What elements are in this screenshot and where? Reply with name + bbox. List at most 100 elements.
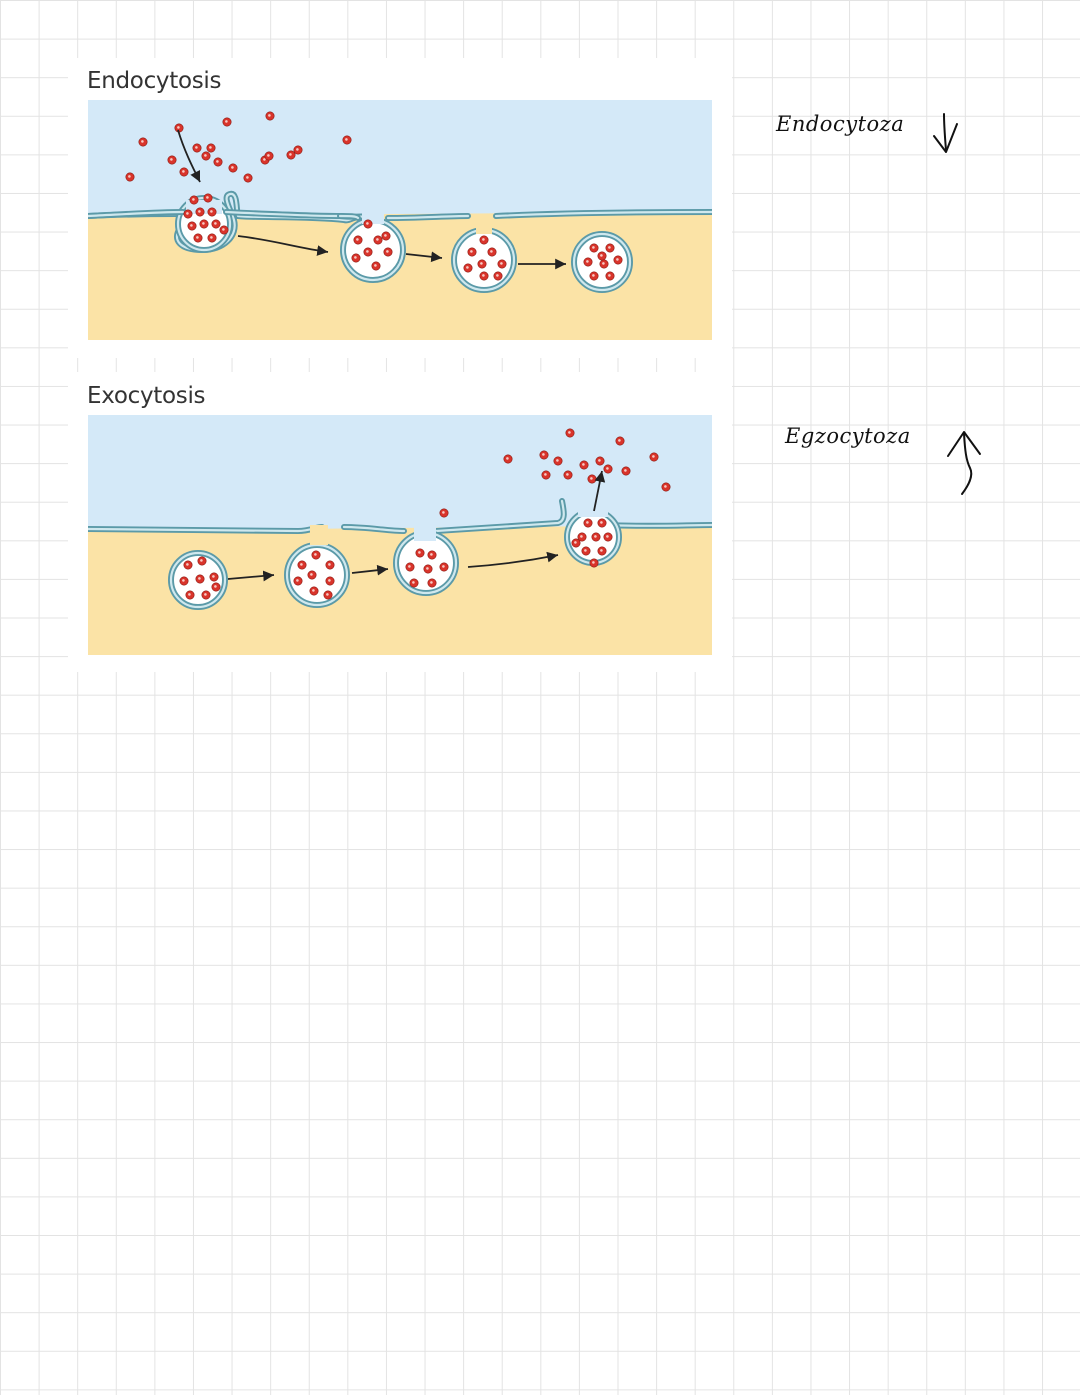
molecule-highlight [214, 222, 217, 225]
molecule-highlight [296, 579, 299, 582]
molecule-highlight [586, 260, 589, 263]
molecule-highlight [566, 473, 569, 476]
molecule-highlight [600, 254, 603, 257]
molecule-highlight [210, 236, 213, 239]
molecule-highlight [608, 246, 611, 249]
molecule-highlight [177, 126, 180, 129]
molecule-highlight [616, 258, 619, 261]
molecule-highlight [354, 256, 357, 259]
molecule-highlight [466, 266, 469, 269]
molecule-highlight [267, 154, 270, 157]
endocytosis-diagram [88, 100, 712, 340]
molecule-highlight [366, 222, 369, 225]
molecule-highlight [556, 459, 559, 462]
molecule-highlight [482, 238, 485, 241]
molecule-highlight [506, 457, 509, 460]
molecule-highlight [624, 469, 627, 472]
molecule-highlight [374, 264, 377, 267]
molecule-highlight [141, 140, 144, 143]
molecule-highlight [195, 146, 198, 149]
molecule-highlight [200, 559, 203, 562]
molecule-highlight [608, 274, 611, 277]
outward-arrow [593, 470, 606, 512]
molecule-highlight [470, 250, 473, 253]
molecule-highlight [598, 459, 601, 462]
molecule-highlight [652, 455, 655, 458]
molecule-highlight [204, 593, 207, 596]
cytoplasm [88, 212, 712, 340]
molecule-highlight [206, 196, 209, 199]
molecule-highlight [222, 228, 225, 231]
molecule-highlight [214, 585, 217, 588]
molecule-highlight [231, 166, 234, 169]
molecule-highlight [490, 250, 493, 253]
molecule-highlight [418, 551, 421, 554]
molecule-highlight [606, 467, 609, 470]
exocytosis-diagram [88, 415, 712, 655]
molecule-highlight [602, 262, 605, 265]
transport-arrow-2 [351, 564, 389, 576]
molecule-highlight [586, 521, 589, 524]
membrane-inner [88, 499, 712, 533]
fusing-opening [414, 523, 436, 541]
molecule-highlight [430, 553, 433, 556]
transport-arrow-1 [237, 235, 329, 256]
molecule-highlight [198, 210, 201, 213]
docking-neck [310, 525, 328, 545]
molecule-highlight [384, 234, 387, 237]
molecule-highlight [592, 561, 595, 564]
molecule-highlight [584, 549, 587, 552]
molecule-highlight [426, 567, 429, 570]
molecule-highlight [182, 579, 185, 582]
egzocytoza-note: Egzocytoza [785, 424, 911, 448]
molecule-highlight [170, 158, 173, 161]
molecule-highlight [212, 575, 215, 578]
molecule-highlight [188, 593, 191, 596]
molecule-highlight [594, 535, 597, 538]
molecule-highlight [592, 246, 595, 249]
transport-arrow-2 [405, 251, 443, 263]
molecule-highlight [574, 541, 577, 544]
molecule-highlight [328, 563, 331, 566]
molecule-highlight [128, 175, 131, 178]
molecule-highlight [198, 577, 201, 580]
endocytosis-title: Endocytosis [87, 68, 222, 94]
endocytoza-note: Endocytoza [776, 112, 905, 136]
molecule-highlight [606, 535, 609, 538]
molecule-highlight [600, 549, 603, 552]
molecule-highlight [246, 176, 249, 179]
molecule-highlight [296, 148, 299, 151]
molecule-highlight [186, 212, 189, 215]
molecule-highlight [190, 224, 193, 227]
molecule-highlight [310, 573, 313, 576]
exocytosis-title: Exocytosis [87, 383, 206, 409]
down-arrow-icon [933, 113, 958, 153]
molecule-highlight [580, 535, 583, 538]
molecule-highlight [544, 473, 547, 476]
molecule-highlight [408, 565, 411, 568]
transport-arrow-1 [227, 570, 275, 582]
molecule-highlight [542, 453, 545, 456]
pit-3-neck [476, 214, 492, 234]
molecule-highlight [480, 262, 483, 265]
molecule-highlight [216, 160, 219, 163]
molecule-highlight [442, 511, 445, 514]
molecule-highlight [209, 146, 212, 149]
molecule-highlight [192, 198, 195, 201]
molecule-highlight [328, 579, 331, 582]
molecule-highlight [356, 238, 359, 241]
molecule-highlight [326, 593, 329, 596]
molecule-highlight [289, 153, 292, 156]
molecule-highlight [482, 274, 485, 277]
release-opening [578, 497, 608, 517]
molecule-highlight [204, 154, 207, 157]
molecule-highlight [412, 581, 415, 584]
molecule-highlight [582, 463, 585, 466]
molecule-highlight [268, 114, 271, 117]
molecule-highlight [202, 222, 205, 225]
molecule-highlight [314, 553, 317, 556]
molecule-highlight [366, 250, 369, 253]
up-arrow-icon [947, 431, 981, 495]
membrane-inner [338, 210, 712, 220]
molecule-highlight [312, 589, 315, 592]
